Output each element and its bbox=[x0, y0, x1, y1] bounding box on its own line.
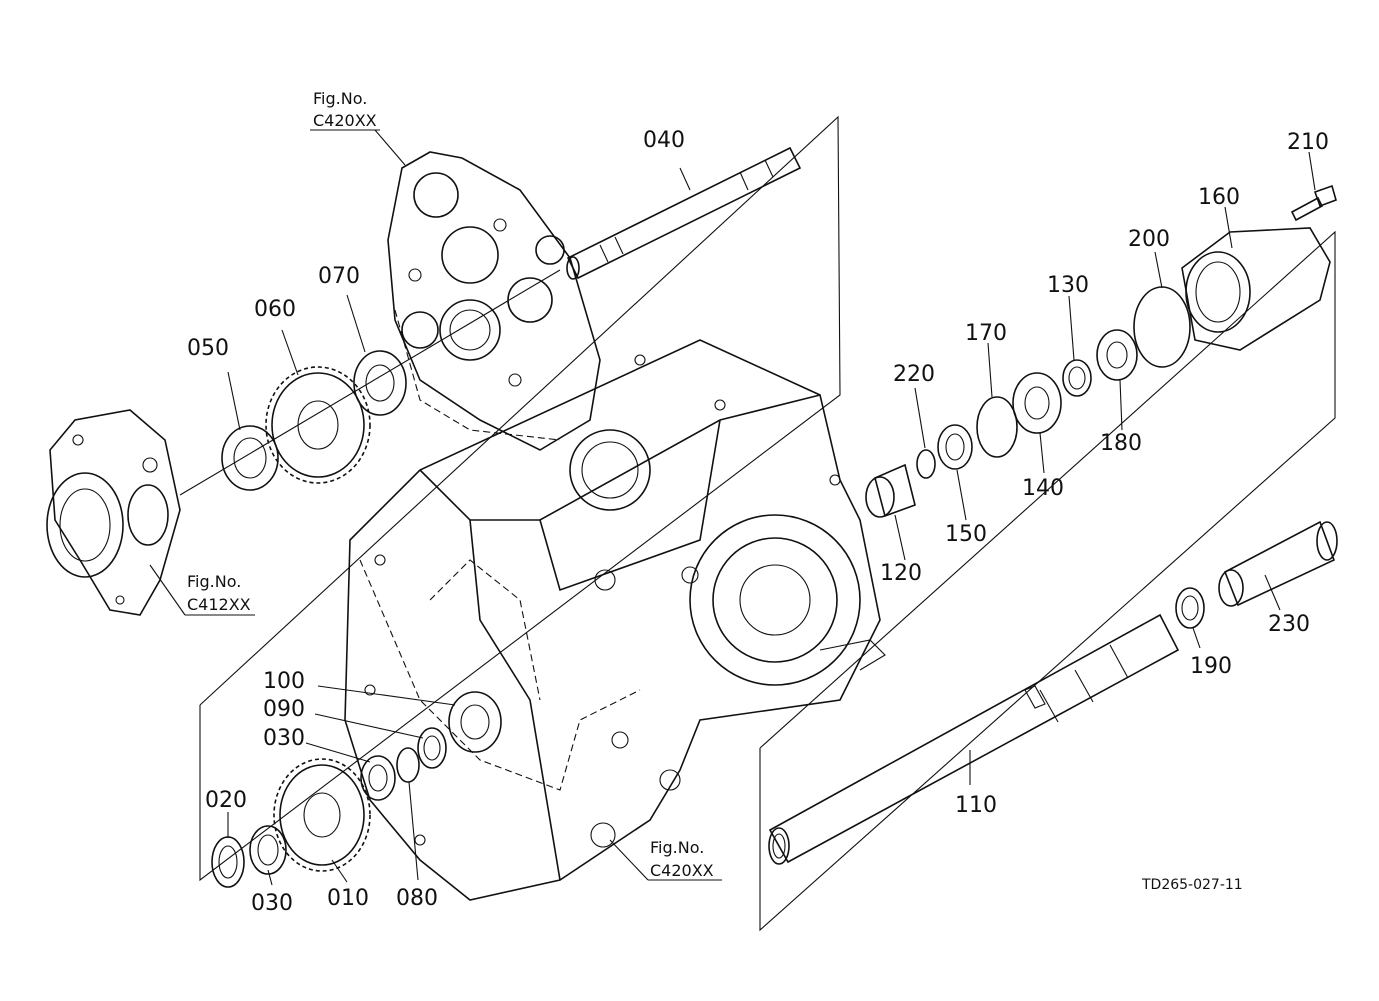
needle-bearing-030b bbox=[360, 755, 396, 801]
fig-ref-bottom-line2: C420XX bbox=[650, 861, 714, 880]
label-090: 090 bbox=[263, 697, 305, 722]
label-120: 120 bbox=[880, 561, 922, 586]
oil-seal-190 bbox=[1175, 587, 1205, 629]
label-050: 050 bbox=[187, 336, 229, 361]
label-130: 130 bbox=[1047, 273, 1089, 298]
shaft-040 bbox=[566, 146, 802, 280]
snap-ring-170 bbox=[976, 396, 1018, 458]
front-bracket bbox=[46, 409, 181, 616]
label-070: 070 bbox=[318, 264, 360, 289]
fig-ref-top-line1: Fig.No. bbox=[313, 89, 367, 108]
bolt-210 bbox=[1290, 184, 1337, 222]
collar-130 bbox=[1062, 359, 1092, 397]
label-180: 180 bbox=[1100, 431, 1142, 456]
label-200: 200 bbox=[1128, 227, 1170, 252]
leader-lines bbox=[149, 129, 1316, 886]
assembly-frame-lower bbox=[759, 230, 1336, 932]
transmission-housing bbox=[344, 339, 886, 901]
ring-020 bbox=[211, 836, 245, 888]
cap-230 bbox=[1218, 520, 1338, 607]
label-160: 160 bbox=[1198, 185, 1240, 210]
axis-line-upper bbox=[179, 269, 561, 496]
bearing-180 bbox=[1096, 329, 1138, 381]
fig-ref-top-line2: C420XX bbox=[313, 111, 377, 130]
collar-090 bbox=[417, 727, 447, 769]
fig-ref-bottom-line1: Fig.No. bbox=[650, 838, 704, 857]
label-140: 140 bbox=[1022, 476, 1064, 501]
label-170: 170 bbox=[965, 321, 1007, 346]
drawing-code: TD265-027-11 bbox=[1141, 877, 1243, 893]
label-010: 010 bbox=[327, 886, 369, 911]
snap-ring-220 bbox=[916, 449, 936, 479]
label-150: 150 bbox=[945, 522, 987, 547]
label-060: 060 bbox=[254, 297, 296, 322]
label-030-lower: 030 bbox=[251, 891, 293, 916]
needle-bearing-120 bbox=[865, 463, 916, 518]
gear-010 bbox=[273, 758, 371, 872]
label-100: 100 bbox=[263, 669, 305, 694]
bearing-140 bbox=[1012, 372, 1062, 434]
label-110: 110 bbox=[955, 793, 997, 818]
label-230: 230 bbox=[1268, 612, 1310, 637]
assembly-frame-upper bbox=[199, 115, 841, 882]
fig-ref-left-line2: C412XX bbox=[187, 595, 251, 614]
label-220: 220 bbox=[893, 362, 935, 387]
label-040: 040 bbox=[643, 128, 685, 153]
cover-plate bbox=[387, 151, 601, 451]
label-020: 020 bbox=[205, 788, 247, 813]
fig-ref-left-line1: Fig.No. bbox=[187, 572, 241, 591]
label-210: 210 bbox=[1287, 130, 1329, 155]
label-190: 190 bbox=[1190, 654, 1232, 679]
o-ring-200 bbox=[1133, 286, 1191, 368]
label-030-upper: 030 bbox=[263, 726, 305, 751]
cover-160 bbox=[1181, 227, 1331, 351]
needle-bearing-030a bbox=[249, 825, 287, 875]
collar-150 bbox=[937, 424, 973, 470]
bearing-100 bbox=[448, 691, 502, 753]
label-080: 080 bbox=[396, 886, 438, 911]
bearing-070 bbox=[353, 350, 407, 416]
shaft-110 bbox=[768, 613, 1180, 865]
bearing-050 bbox=[221, 425, 279, 491]
snap-ring-080 bbox=[396, 747, 420, 783]
